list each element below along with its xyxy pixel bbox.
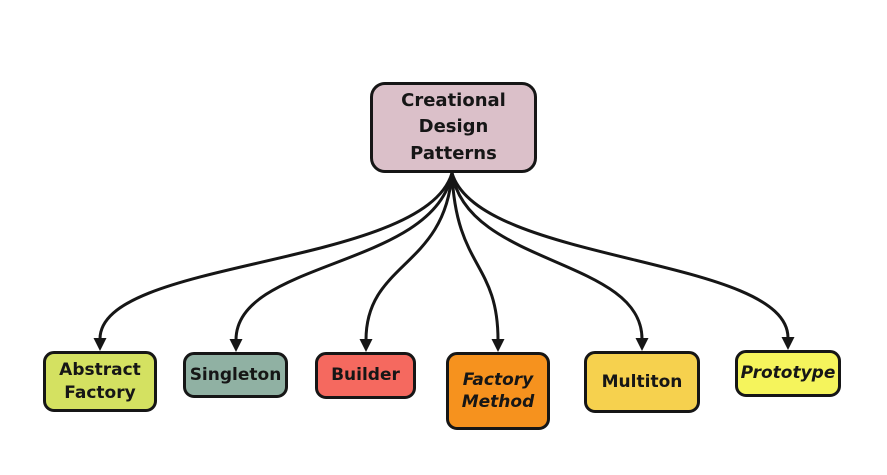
edge-root-to-factory-method [450,171,505,352]
node-factory-method: Factory Method [446,352,550,430]
edge-root-to-singleton [229,171,454,352]
node-singleton: Singleton [183,352,288,398]
node-label: Multiton [601,371,683,392]
node-label: Builder [331,365,400,386]
node-label: Creational Design Patterns [401,90,506,164]
node-builder: Builder [315,352,416,399]
node-abstract-factory: Abstract Factory [43,351,157,412]
edge-root-to-prototype [450,171,795,350]
edge-root-to-multiton [450,171,649,351]
node-label: Abstract Factory [59,360,141,403]
node-prototype: Prototype [735,350,841,397]
edge-root-to-abstract-factory [93,171,454,351]
node-label: Prototype [740,363,836,384]
node-label: Singleton [189,364,282,385]
node-multiton: Multiton [584,351,700,413]
node-creational-design-patterns: Creational Design Patterns [370,82,537,173]
node-label: Factory Method [461,369,535,412]
edge-root-to-builder [359,171,454,352]
